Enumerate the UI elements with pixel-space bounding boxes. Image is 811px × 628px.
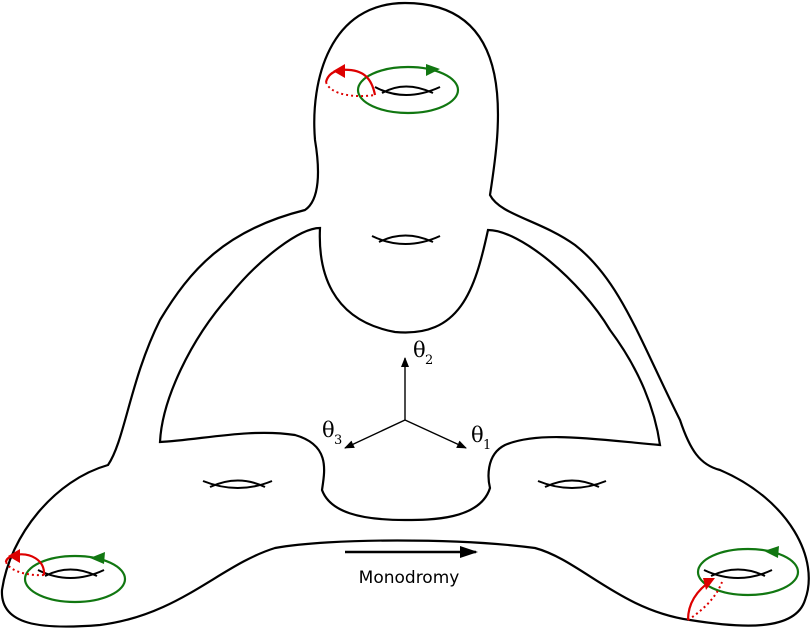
svg-text:2: 2 — [425, 353, 433, 368]
red-arrowhead-bottom-left — [8, 549, 20, 563]
theta-axes — [344, 357, 467, 449]
green-cycle-top — [356, 65, 460, 115]
handle-upper-center — [371, 234, 441, 245]
green-cycle-bottom-right — [696, 547, 800, 597]
handle-top — [374, 85, 441, 96]
handle-bottom-right — [703, 568, 773, 579]
svg-text:3: 3 — [334, 433, 342, 448]
handle-left-middle — [202, 479, 273, 489]
handle-bottom-left — [37, 568, 105, 579]
green-arrowhead-bottom-right — [764, 546, 779, 558]
red-arrowhead-top — [333, 64, 345, 78]
monodromy-label: Monodromy — [359, 568, 460, 588]
green-cycles — [23, 64, 800, 604]
green-arrowhead-top — [426, 64, 440, 76]
theta1-label: θ 1 — [471, 423, 491, 453]
theta3-label: θ 3 — [322, 418, 342, 448]
red-cycles — [4, 64, 723, 621]
green-arrowhead-bottom-left — [90, 552, 105, 564]
svg-text:θ: θ — [471, 423, 484, 447]
theta3-arrow — [344, 419, 406, 449]
green-cycle-bottom-left — [23, 554, 127, 604]
svg-text:θ: θ — [322, 418, 335, 442]
red-arrowhead-bottom-right — [703, 578, 715, 590]
surface-inner-boundary — [158, 226, 662, 522]
red-cycle-top-dotted — [325, 81, 376, 98]
svg-text:1: 1 — [483, 438, 491, 453]
svg-text:θ: θ — [413, 338, 426, 362]
theta1-arrow — [404, 419, 467, 449]
theta2-label: θ 2 — [413, 338, 433, 368]
handle-right-middle — [537, 479, 607, 489]
